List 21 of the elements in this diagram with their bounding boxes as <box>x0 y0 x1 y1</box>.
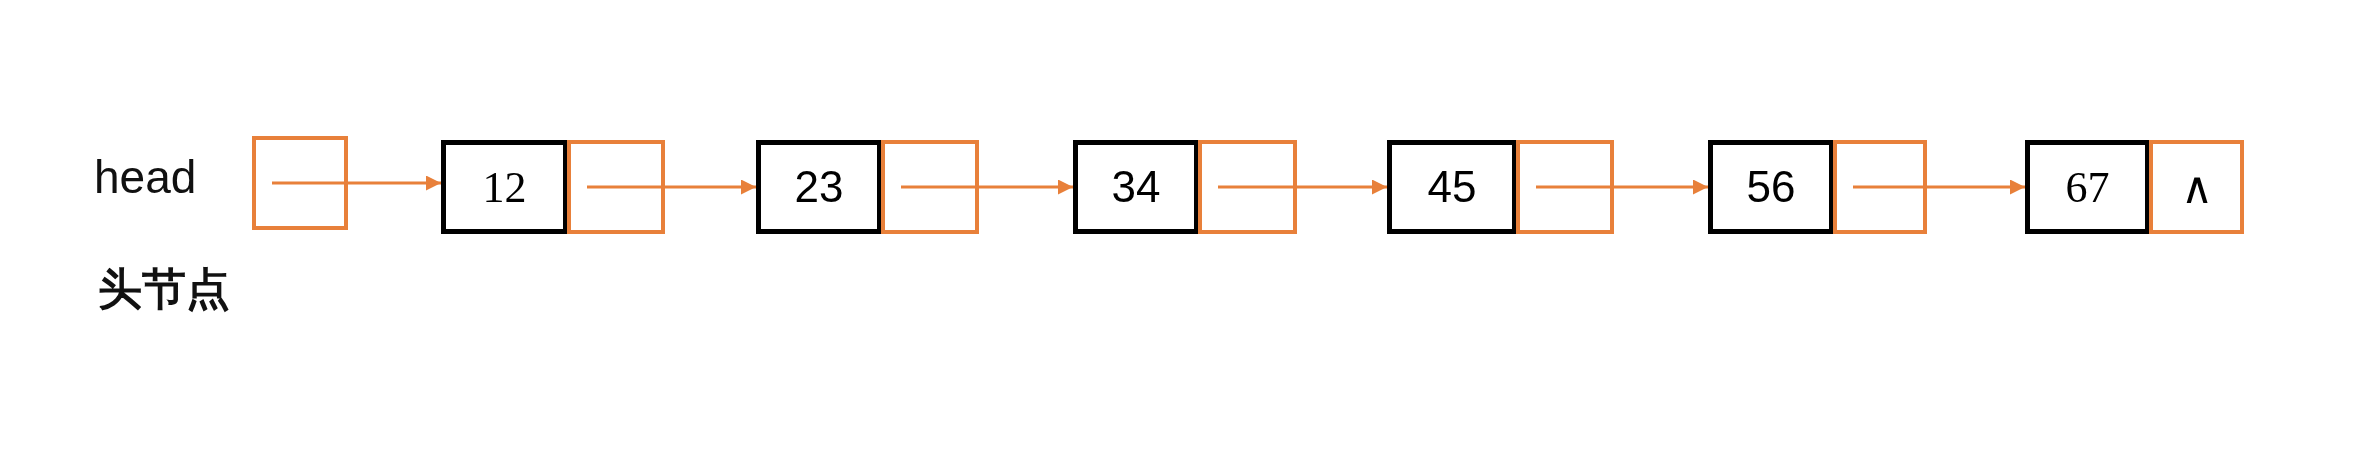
pointer-cell: ∧ <box>2149 140 2244 234</box>
pointer-cell <box>1833 140 1927 234</box>
data-cell: 12 <box>441 140 568 234</box>
pointer-label: head <box>94 150 197 204</box>
pointer-cell <box>1516 140 1614 234</box>
data-cell: 34 <box>1073 140 1199 234</box>
data-cell: 67 <box>2025 140 2150 234</box>
data-cell: 56 <box>1708 140 1834 234</box>
arrow <box>1536 179 1708 195</box>
node-caption: 头节点 <box>98 262 230 316</box>
data-cell: 45 <box>1387 140 1517 234</box>
arrow <box>1218 179 1387 195</box>
pointer-cell <box>881 140 979 234</box>
pointer-cell <box>1198 140 1297 234</box>
pointer-cell <box>567 140 665 234</box>
data-cell: 23 <box>756 140 882 234</box>
arrow <box>587 179 756 195</box>
arrow <box>272 175 441 191</box>
pointer-cell <box>252 136 348 230</box>
arrow <box>901 179 1073 195</box>
arrow <box>1853 179 2025 195</box>
